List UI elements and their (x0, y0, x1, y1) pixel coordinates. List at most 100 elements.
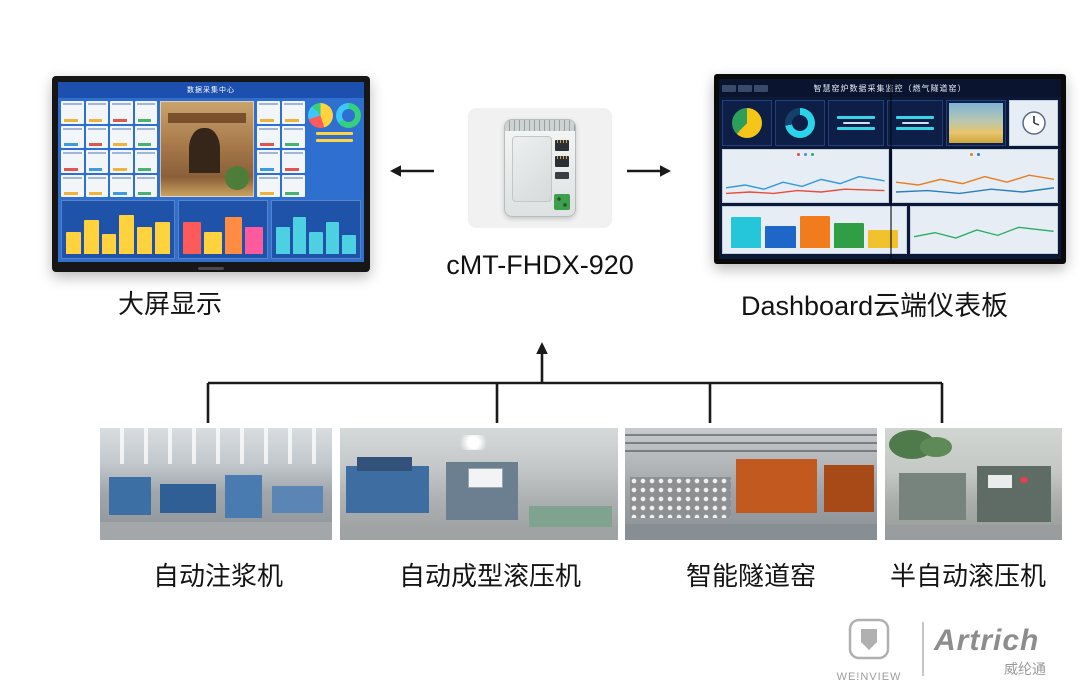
mini-bar (83, 219, 99, 254)
mini-bar (833, 222, 865, 248)
usb-port-icon (555, 172, 569, 179)
value-readout (315, 139, 354, 142)
ethernet-port-icon (555, 140, 569, 151)
chart-legend (726, 153, 885, 156)
kpi-tile (257, 150, 280, 173)
artrich-brand: Artrich 威纶通 (934, 624, 1054, 679)
dashboard-title: 智慧窑炉数据采集监控（燃气隧道窑） (719, 83, 1061, 94)
pie-chart (308, 103, 333, 128)
bar-chart-multicolor (178, 200, 268, 259)
photo-slip-casting-machine (100, 428, 332, 540)
mini-bar (203, 231, 222, 254)
mini-bar (155, 222, 170, 254)
kpi-tile (61, 125, 84, 148)
dashboard-line-row (722, 149, 1058, 203)
factory-floor (625, 524, 877, 540)
gauge-panel (722, 100, 772, 146)
dashboard-content (719, 97, 1061, 259)
kpi-tile (257, 174, 280, 197)
value-readout (896, 116, 934, 119)
kpi-tile (257, 125, 280, 148)
kpi-tile (110, 125, 133, 148)
mini-bar (101, 234, 117, 254)
line-chart-panel (722, 149, 889, 203)
ceiling-lights (100, 428, 332, 464)
gauge-panel (775, 100, 825, 146)
camera-thumbnail (946, 100, 1006, 146)
pie-chart (732, 108, 762, 138)
power-terminal-icon (554, 194, 570, 210)
kpi-tile (282, 150, 305, 173)
mini-bar (276, 227, 290, 254)
legend-dot (796, 153, 800, 156)
kpi-tile (85, 101, 108, 124)
clock-panel (1009, 100, 1058, 146)
kpi-tile (134, 101, 157, 124)
ceramic-ware-stacks (630, 477, 731, 518)
kpi-tile (110, 101, 133, 124)
dashboard-gauge-row (722, 100, 1058, 146)
mini-bar (119, 214, 135, 254)
device-front-panel (512, 136, 552, 202)
machine-block (356, 457, 413, 471)
dashboard-bottom-row (722, 206, 1058, 254)
big-screen-label: 大屏显示 (118, 289, 223, 319)
menu-chip (754, 84, 768, 92)
cloud-dashboard: 智慧窑炉数据采集监控（燃气隧道窑） (719, 79, 1061, 259)
device-vent-cap (505, 120, 575, 131)
device-model-label: cMT-FHDX-920 (446, 250, 634, 280)
factory-photo-panel (160, 101, 254, 197)
gauge-row (308, 103, 361, 128)
machine-label-forming-roller: 自动成型滚压机 (398, 561, 582, 591)
kpi-tile (110, 174, 133, 197)
ceiling-light (456, 434, 491, 451)
kpi-tile (257, 101, 280, 124)
control-panel (987, 475, 1013, 489)
value-readout (837, 116, 875, 119)
machine-block (160, 484, 216, 514)
bar-chart-yellow (61, 200, 175, 259)
big-screen-gauges (308, 101, 361, 197)
factory-floor (100, 522, 332, 540)
machine-block (271, 486, 323, 514)
mini-bar (292, 217, 307, 254)
line-chart-panel (910, 206, 1058, 254)
numeric-panel (887, 100, 943, 146)
value-label (842, 122, 870, 124)
line-chart (726, 175, 885, 195)
kpi-tile (61, 101, 84, 124)
dashboard-monitor: 智慧窑炉数据采集监控（燃气隧道窑） (714, 74, 1066, 264)
gateway-device-panel (468, 108, 612, 228)
kpi-tile (85, 125, 108, 148)
mini-bar (183, 222, 201, 254)
big-screen-dashboard: 数据采集中心 (58, 82, 364, 262)
line-chart-panel (891, 149, 1058, 203)
kpi-tile-grid-right (257, 101, 305, 197)
factory-thumbnail (949, 103, 1003, 143)
mini-bar (224, 217, 243, 254)
kpi-tile (282, 174, 305, 197)
photo-forming-roller-press (340, 428, 618, 540)
legend-dot (803, 153, 807, 156)
factory-floor (340, 526, 618, 540)
kpi-tile (85, 174, 108, 197)
menu-chip (738, 84, 752, 92)
donut-hole (792, 115, 808, 131)
arrow-left-head (390, 165, 401, 177)
weinview-wordmark: WE!NVIEW (836, 671, 902, 683)
building-roof (168, 113, 246, 123)
legend-dot (976, 153, 980, 156)
big-screen-chart-row (58, 200, 364, 262)
big-screen-title: 数据采集中心 (58, 82, 364, 98)
kpi-tile-grid-left (61, 101, 157, 197)
photo-semi-auto-roller-press (885, 428, 1062, 540)
mini-bar (309, 231, 323, 254)
mini-bar (731, 217, 762, 248)
bar-chart-panel (722, 206, 908, 254)
mini-bar (765, 226, 796, 248)
mini-bar (325, 222, 340, 254)
machine-label-slip-casting: 自动注浆机 (152, 561, 284, 591)
machine-label-semi-auto-roller: 半自动滚压机 (889, 561, 1047, 591)
value-readout (896, 127, 934, 130)
big-screen-monitor: 数据采集中心 (52, 76, 370, 272)
